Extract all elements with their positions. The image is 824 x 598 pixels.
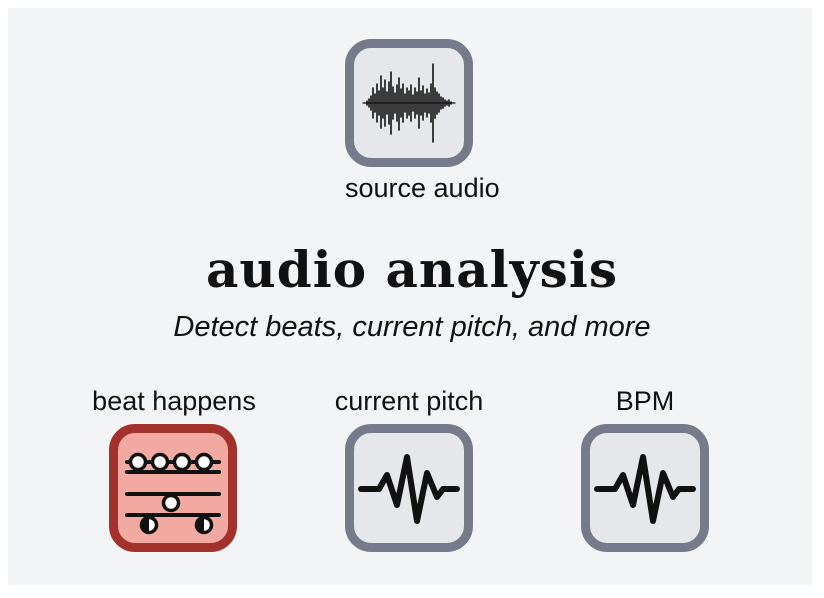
source-audio-label: source audio bbox=[345, 173, 500, 203]
pulse-icon bbox=[358, 454, 460, 524]
beat-happens-label: beat happens bbox=[92, 386, 256, 416]
diagram-title: audio analysis bbox=[206, 240, 618, 299]
current-pitch-label: current pitch bbox=[334, 386, 484, 416]
bpm-label: BPM bbox=[615, 386, 675, 416]
bpm-node[interactable] bbox=[581, 424, 709, 552]
diagram-subtitle: Detect beats, current pitch, and more bbox=[173, 311, 651, 343]
sequencer-icon bbox=[125, 452, 221, 535]
waveform-icon bbox=[362, 63, 456, 143]
beat-happens-node[interactable] bbox=[109, 424, 237, 552]
current-pitch-node[interactable] bbox=[345, 424, 473, 552]
source-audio-node[interactable] bbox=[345, 39, 473, 167]
pulse-icon bbox=[594, 454, 696, 524]
